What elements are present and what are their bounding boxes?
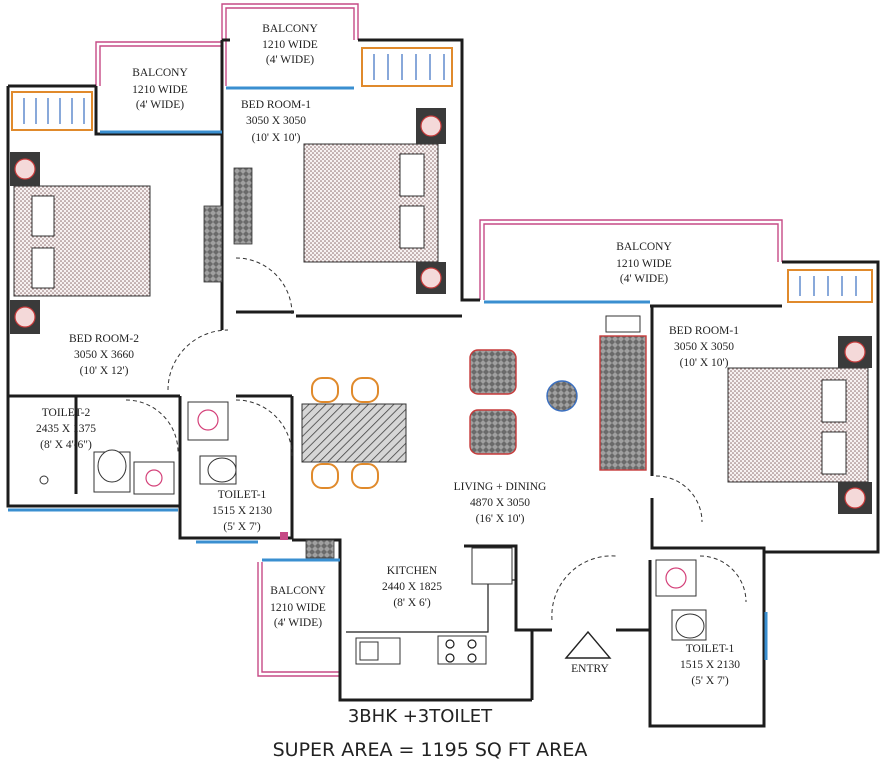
bed-bedroom-1-right (727, 336, 872, 514)
entry-arrow-icon (564, 630, 612, 659)
svg-text:BED ROOM-1: BED ROOM-1 (241, 99, 311, 111)
svg-text:4870 X 3050: 4870 X 3050 (470, 497, 530, 509)
door-swings (125, 257, 747, 621)
svg-text:LIVING + DINING: LIVING + DINING (454, 481, 547, 493)
svg-text:(16' X 10'): (16' X 10') (476, 513, 525, 525)
svg-text:BED ROOM-1: BED ROOM-1 (669, 325, 739, 337)
wardrobe-bedroom-2 (203, 205, 223, 283)
label-entry: ENTRY (571, 663, 609, 675)
svg-text:BALCONY: BALCONY (262, 23, 318, 35)
svg-text:(5' X 7'): (5' X 7') (223, 521, 261, 533)
svg-text:BALCONY: BALCONY (616, 241, 672, 253)
label-toilet-1-right: TOILET-1 1515 X 2130 (5' X 7') (680, 643, 740, 687)
walls (6, 38, 880, 728)
svg-text:1210 WIDE: 1210 WIDE (262, 39, 318, 51)
plan-configuration: 3BHK +3TOILET (348, 706, 493, 727)
label-bedroom-2: BED ROOM-2 3050 X 3660 (10' X 12') (69, 333, 139, 377)
svg-text:(8' X 6'): (8' X 6') (393, 597, 431, 609)
svg-text:2440 X 1825: 2440 X 1825 (382, 581, 442, 593)
svg-text:(5' X 7'): (5' X 7') (691, 675, 729, 687)
label-balcony-right: BALCONY 1210 WIDE (4' WIDE) (616, 241, 672, 285)
balcony-railing-bottom (257, 562, 340, 677)
bed-bedroom-1-top (303, 108, 446, 294)
svg-text:3050 X 3660: 3050 X 3660 (74, 349, 134, 361)
svg-text:TOILET-1: TOILET-1 (686, 643, 735, 655)
svg-text:(4' WIDE): (4' WIDE) (274, 617, 322, 629)
super-area: SUPER AREA = 1195 SQ FT AREA (273, 739, 588, 761)
windows (8, 86, 768, 660)
svg-text:3050 X 3050: 3050 X 3050 (674, 341, 734, 353)
balcony-railing-left (95, 41, 222, 86)
bed-bedroom-2 (10, 152, 151, 334)
svg-text:1210 WIDE: 1210 WIDE (132, 84, 188, 96)
label-balcony-left: BALCONY 1210 WIDE (4' WIDE) (132, 67, 188, 111)
label-bedroom-1-top: BED ROOM-1 3050 X 3050 (10' X 10') (241, 99, 311, 144)
svg-text:(10' X 12'): (10' X 12') (80, 365, 129, 377)
svg-text:KITCHEN: KITCHEN (387, 565, 438, 577)
svg-text:(4' WIDE): (4' WIDE) (620, 273, 668, 285)
label-bedroom-1-right: BED ROOM-1 3050 X 3050 (10' X 10') (669, 325, 739, 369)
kitchen-store (305, 539, 335, 559)
balcony-railing-right (479, 219, 783, 300)
svg-text:1210 WIDE: 1210 WIDE (270, 602, 326, 614)
toilet-2-fixtures (39, 449, 175, 495)
label-kitchen: KITCHEN 2440 X 1825 (8' X 6') (382, 565, 442, 609)
sofa (599, 315, 647, 471)
label-toilet-2: TOILET-2 2435 X 1375 (8' X 4'-6") (36, 407, 96, 451)
svg-text:BALCONY: BALCONY (270, 585, 326, 597)
svg-text:3050 X 3050: 3050 X 3050 (246, 115, 306, 127)
label-living-dining: LIVING + DINING 4870 X 3050 (16' X 10') (454, 481, 547, 525)
svg-text:(10' X 10'): (10' X 10') (680, 357, 729, 369)
svg-text:TOILET-1: TOILET-1 (218, 489, 267, 501)
wardrobe-bedroom-1-top (233, 167, 253, 245)
dining-set (301, 377, 407, 489)
svg-text:TOILET-2: TOILET-2 (42, 407, 91, 419)
label-balcony-bottom: BALCONY 1210 WIDE (4' WIDE) (270, 585, 326, 629)
svg-text:1515 X 2130: 1515 X 2130 (680, 659, 740, 671)
toilet-1-right-fixtures (655, 559, 707, 641)
balcony-racks (11, 47, 873, 303)
svg-text:(10' X 10'): (10' X 10') (252, 132, 301, 144)
svg-text:(4' WIDE): (4' WIDE) (136, 99, 184, 111)
armchairs (469, 349, 578, 455)
svg-text:BED ROOM-2: BED ROOM-2 (69, 333, 139, 345)
svg-text:1210 WIDE: 1210 WIDE (616, 258, 672, 270)
svg-text:1515 X 2130: 1515 X 2130 (212, 505, 272, 517)
toilet-1-mid-fixtures (187, 401, 288, 540)
label-toilet-1-mid: TOILET-1 1515 X 2130 (5' X 7') (212, 489, 272, 533)
svg-text:(4' WIDE): (4' WIDE) (266, 54, 314, 66)
kitchen-counter (346, 547, 516, 665)
svg-text:BALCONY: BALCONY (132, 67, 188, 79)
label-balcony-top: BALCONY 1210 WIDE (4' WIDE) (262, 23, 318, 66)
svg-text:2435 X 1375: 2435 X 1375 (36, 423, 96, 435)
svg-text:(8' X 4'-6"): (8' X 4'-6") (40, 439, 92, 451)
